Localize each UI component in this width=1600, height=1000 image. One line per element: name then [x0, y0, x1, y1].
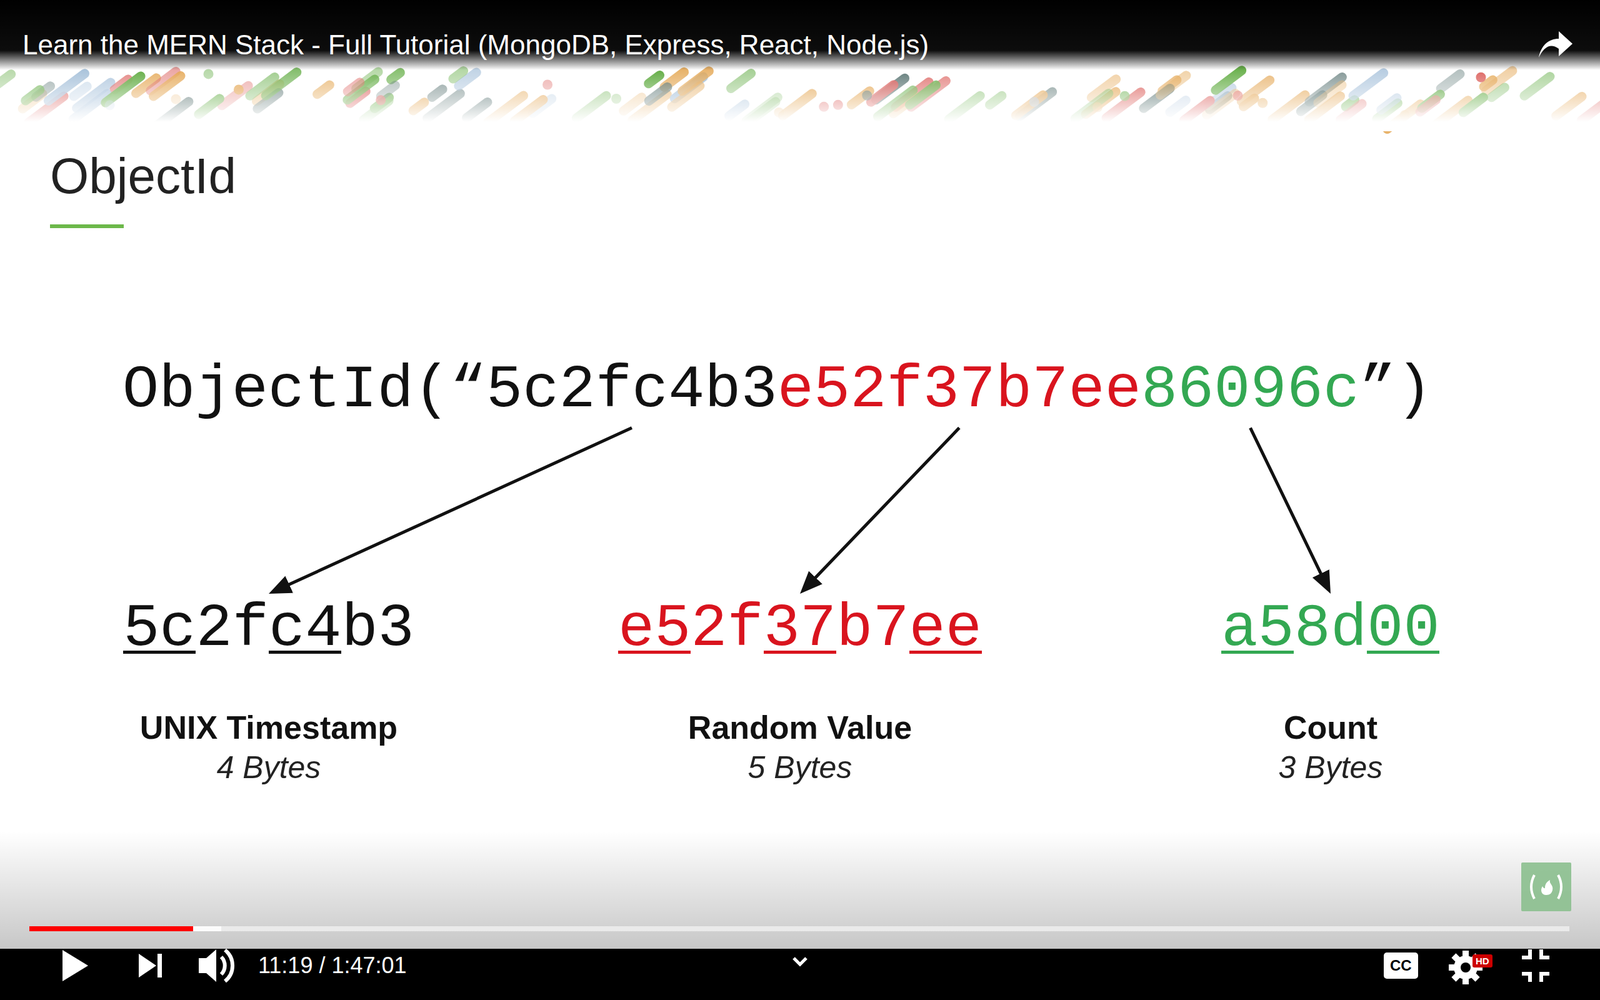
channel-logo [1558, 875, 1562, 899]
fullscreen-exit-icon [1521, 949, 1530, 958]
code-suffix: ”) [1359, 353, 1432, 429]
count-segment: 86096c [1141, 353, 1360, 429]
byte-size: 3 Bytes [1278, 748, 1384, 787]
random-segment: e52f37b7ee [777, 353, 1142, 429]
player-gradient [0, 831, 1600, 949]
code-prefix: ObjectId(“ [122, 353, 487, 429]
count-part: a58d00Count3 Bytes [1211, 593, 1450, 792]
heading-underline [50, 224, 124, 229]
next-icon [157, 953, 162, 978]
hex-value: e52f37b7ee [618, 598, 982, 660]
video-title-box: Learn the MERN Stack - Full Tutorial (Mo… [22, 28, 929, 62]
next-icon [138, 953, 162, 978]
byte-size: 5 Bytes [748, 748, 853, 787]
volume-icon [221, 956, 225, 975]
hex-value: a58d00 [1221, 598, 1440, 660]
share-icon [1538, 31, 1573, 58]
hd-badge: HD [1472, 954, 1493, 968]
play-icon [62, 950, 89, 982]
fullscreen-exit-icon [1521, 973, 1530, 982]
hd-badge-box: HD [1472, 954, 1493, 968]
slide-heading: ObjectId [50, 151, 237, 202]
next-icon [138, 953, 157, 978]
time-display: 11:19 / 1:47:01 [258, 951, 407, 979]
hex-value: 5c2fc4b3 [123, 598, 415, 660]
part-name: UNIX Timestamp [140, 708, 398, 747]
captions-button: CC [1383, 952, 1419, 979]
pointer-arrow [278, 428, 632, 590]
volume-icon [198, 949, 217, 982]
play-icon [62, 950, 89, 982]
pointer-arrow [1250, 428, 1327, 584]
random-part: e52f37b7eeRandom Value5 Bytes [608, 593, 992, 792]
fullscreen-exit-icon [1541, 973, 1550, 982]
slide-heading-box: ObjectId [50, 151, 237, 202]
part-name: Count [1283, 708, 1378, 747]
player-bar [0, 948, 1600, 1000]
code-suffix-box: ”) [1359, 353, 1432, 429]
fullscreen-exit-icon [1541, 949, 1550, 958]
share-icon [1538, 31, 1573, 58]
byte-size: 4 Bytes [216, 748, 322, 787]
progress-bar [29, 926, 1570, 932]
code-prefix-box: ObjectId(“ [122, 353, 487, 429]
progress-bar [29, 926, 1570, 932]
timestamp-part: 5c2fc4b3UNIX Timestamp4 Bytes [113, 593, 425, 792]
chevron-icon [793, 958, 807, 965]
volume-icon [198, 949, 233, 982]
title-bar [0, 0, 1600, 70]
channel-logo [1541, 880, 1553, 895]
hex-segment: 86096c [1141, 355, 1360, 426]
progress-bar [29, 926, 194, 932]
chevron-icon [793, 958, 807, 965]
captions-button-box: CC [1383, 952, 1419, 979]
channel-logo [1521, 862, 1572, 912]
pointer-arrow [807, 428, 959, 586]
volume-icon [225, 950, 233, 982]
channel-logo [1521, 862, 1572, 912]
band-fade [0, 68, 1600, 132]
part-name: Random Value [688, 708, 912, 747]
channel-logo [1531, 875, 1535, 899]
progress-bar [29, 926, 222, 932]
timestamp-segment: 5c2fc4b3 [486, 353, 778, 429]
hex-segment: e52f37b7ee [777, 355, 1142, 426]
time-display-box: 11:19 / 1:47:01 [258, 951, 407, 979]
settings-gear [1460, 962, 1471, 973]
fullscreen-exit-icon [1521, 949, 1550, 982]
hex-segment: 5c2fc4b3 [486, 355, 778, 426]
video-title: Learn the MERN Stack - Full Tutorial (Mo… [22, 28, 929, 62]
